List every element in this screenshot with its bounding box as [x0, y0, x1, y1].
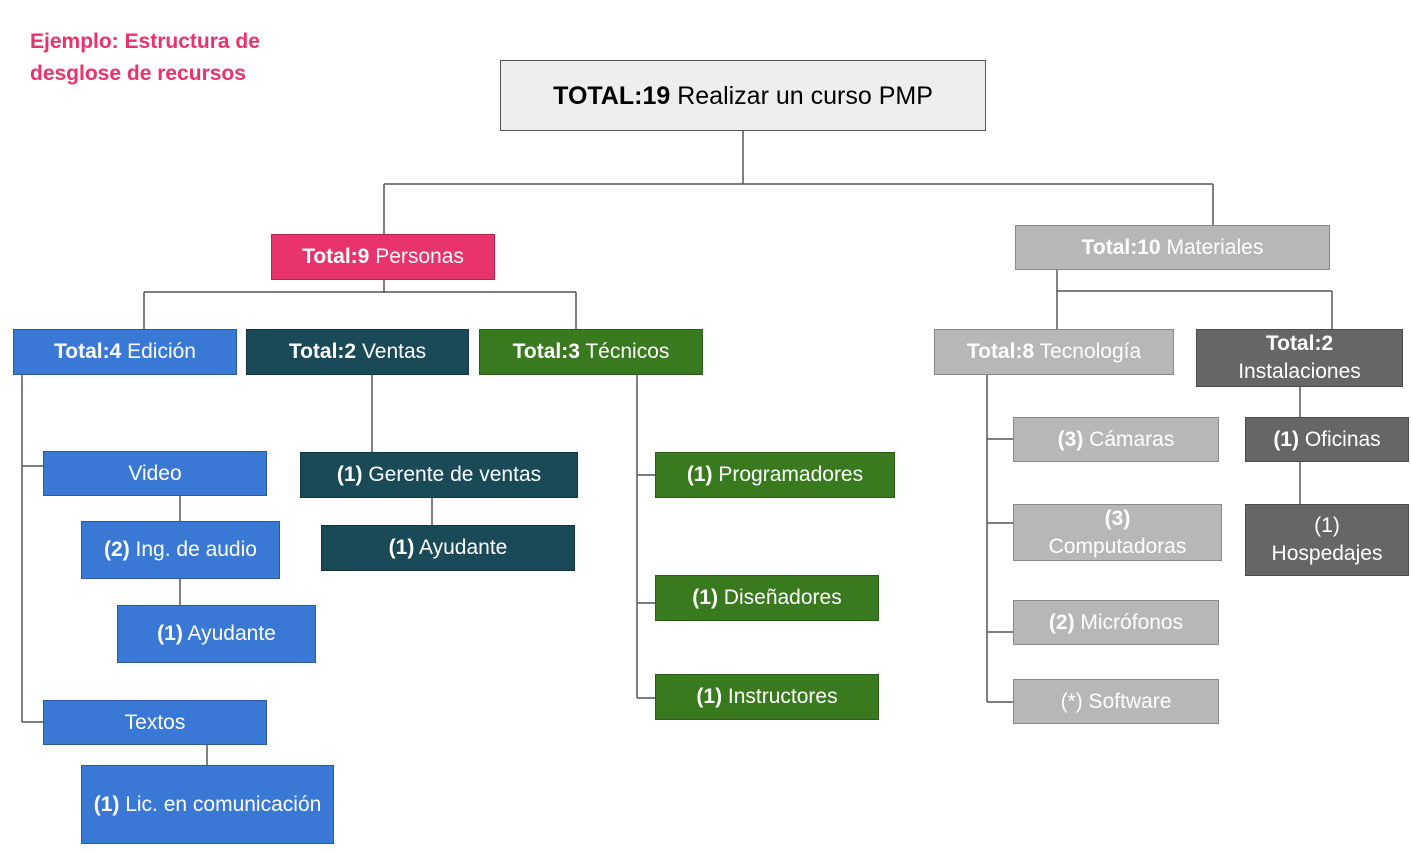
hospedajes-node: (1) Hospedajes: [1245, 504, 1409, 576]
video-node: Video: [43, 451, 267, 496]
computadoras-count: (3): [1104, 506, 1131, 530]
personas-node: Total:9 Personas: [271, 234, 495, 280]
textos-label: Textos: [124, 710, 186, 734]
personas-label: Personas: [369, 245, 464, 268]
edicion-total: Total:4: [54, 340, 122, 363]
hospedajes-label: (1) Hospedajes: [1271, 514, 1383, 565]
edicion-node: Total:4 Edición: [13, 329, 237, 375]
tecnologia-node: Total:8 Tecnología: [934, 329, 1174, 375]
instructores-label: Instructores: [722, 685, 838, 708]
gerente-ventas-node: (1) Gerente de ventas: [300, 452, 578, 498]
materiales-total: Total:10: [1081, 235, 1161, 259]
microfonos-label: Micrófonos: [1074, 610, 1184, 634]
ayudante-edicion-count: (1): [157, 622, 183, 645]
computadoras-label: Computadoras: [1048, 534, 1187, 558]
disenadores-label: Diseñadores: [717, 586, 842, 609]
ventas-label: Ventas: [356, 340, 427, 363]
edicion-label: Edición: [121, 340, 196, 363]
ventas-total: Total:2: [288, 340, 357, 363]
tecnicos-label: Técnicos: [579, 340, 670, 363]
textos-node: Textos: [43, 700, 267, 745]
lic-comunicacion-node: (1) Lic. en comunicación: [81, 765, 334, 844]
gerente-ventas-label: Gerente de ventas: [362, 463, 542, 486]
instalaciones-label: Instalaciones: [1238, 360, 1361, 383]
programadores-label: Programadores: [712, 463, 864, 486]
ing-audio-count: (2): [104, 538, 130, 561]
tecnologia-total: Total:8: [966, 340, 1035, 363]
camaras-label: Cámaras: [1083, 427, 1175, 451]
gerente-ventas-count: (1): [336, 463, 363, 486]
disenadores-node: (1) Diseñadores: [655, 575, 879, 621]
ing-audio-label: Ing. de audio: [129, 538, 257, 561]
tecnicos-total: Total:3: [512, 340, 580, 363]
disenadores-count: (1): [692, 586, 718, 609]
lic-comunicacion-count: (1): [93, 792, 120, 816]
instalaciones-total: Total:2: [1265, 332, 1334, 355]
ayudante-ventas-node: (1) Ayudante: [321, 525, 575, 571]
page-title: Ejemplo: Estructura de desglose de recur…: [30, 30, 260, 85]
root-total: TOTAL:19: [553, 81, 671, 110]
root-node: TOTAL:19 Realizar un curso PMP: [500, 60, 986, 131]
lic-comunicacion-label: Lic. en comunicación: [119, 792, 322, 816]
ing-audio-node: (2) Ing. de audio: [81, 521, 280, 579]
microfonos-node: (2) Micrófonos: [1013, 600, 1219, 645]
instructores-count: (1): [696, 685, 723, 708]
oficinas-label: Oficinas: [1298, 427, 1381, 451]
materiales-node: Total:10 Materiales: [1015, 225, 1330, 270]
personas-total: Total:9: [302, 245, 370, 268]
ayudante-ventas-count: (1): [388, 536, 415, 559]
tecnologia-label: Tecnología: [1034, 340, 1142, 363]
materiales-label: Materiales: [1160, 235, 1264, 259]
root-label: Realizar un curso PMP: [670, 81, 933, 110]
ayudante-ventas-label: Ayudante: [414, 536, 508, 559]
microfonos-count: (2): [1048, 610, 1075, 634]
camaras-count: (3): [1057, 427, 1084, 451]
instructores-node: (1) Instructores: [655, 674, 879, 720]
software-label: (*) Software: [1060, 689, 1172, 713]
programadores-count: (1): [686, 463, 713, 486]
video-label: Video: [128, 461, 182, 485]
software-node: (*) Software: [1013, 679, 1219, 724]
oficinas-node: (1) Oficinas: [1245, 417, 1409, 462]
computadoras-node: (3) Computadoras: [1013, 504, 1222, 561]
programadores-node: (1) Programadores: [655, 452, 895, 498]
camaras-node: (3) Cámaras: [1013, 417, 1219, 462]
tecnicos-node: Total:3 Técnicos: [479, 329, 703, 375]
ayudante-edicion-label: Ayudante: [182, 622, 276, 645]
oficinas-count: (1): [1273, 427, 1299, 451]
ayudante-edicion-node: (1) Ayudante: [117, 605, 316, 663]
ventas-node: Total:2 Ventas: [246, 329, 469, 375]
